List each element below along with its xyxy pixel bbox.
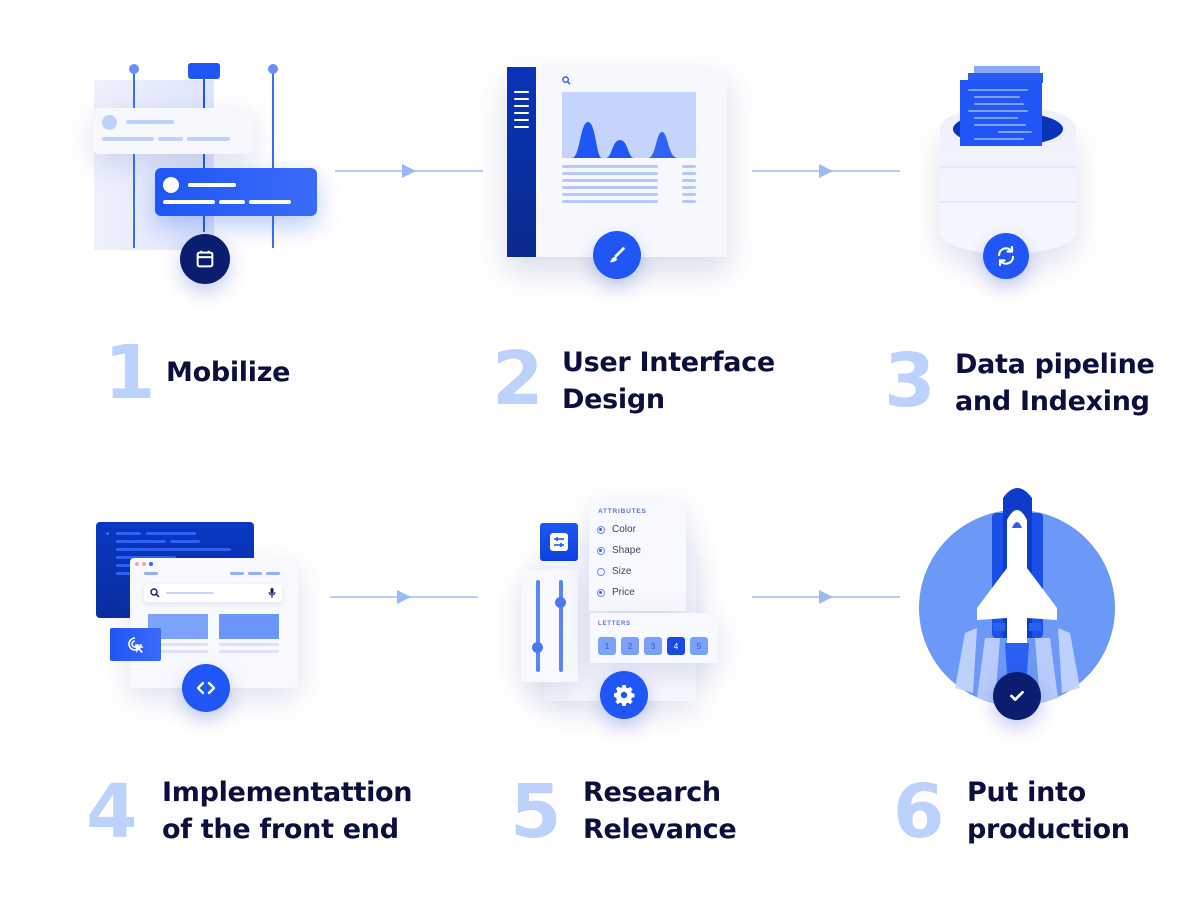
refresh-badge [983, 233, 1029, 279]
step-title: User Interface Design [562, 344, 775, 418]
paintbrush-icon [609, 247, 625, 263]
code-document [960, 80, 1042, 146]
timeline-flag [188, 63, 220, 79]
attribute-option[interactable]: Color [597, 519, 641, 540]
attributes-heading: ATTRIBUTES [598, 508, 647, 515]
checkmark-badge [993, 672, 1041, 720]
step-5-illustration: ATTRIBUTES Color Shape Size Price LETTER… [520, 495, 720, 725]
sliders-icon [554, 537, 564, 547]
letter-button-active[interactable]: 4 [667, 637, 685, 655]
arrow-connector [752, 164, 900, 178]
step-title-line: Research [583, 777, 721, 808]
event-card-light [93, 108, 253, 154]
calendar-badge [180, 234, 230, 284]
slider-panel [521, 570, 578, 682]
attributes-list: Color Shape Size Price [597, 519, 641, 603]
letters-heading: LETTERS [598, 621, 631, 627]
step-3-illustration [938, 66, 1078, 286]
step-title-line: production [967, 814, 1130, 845]
gear-badge [600, 671, 648, 719]
step-title-line: Put into [967, 777, 1086, 808]
attributes-panel: ATTRIBUTES Color Shape Size Price [589, 499, 686, 611]
chart-peak [648, 132, 678, 158]
rocket-illustration [919, 488, 1115, 706]
step-2-illustration [507, 67, 729, 282]
chart-area [562, 92, 696, 158]
step-number: 3 [884, 338, 936, 424]
search-icon [562, 76, 571, 85]
radio-unchecked[interactable] [597, 567, 605, 576]
letter-button[interactable]: 2 [621, 637, 639, 655]
attribute-option[interactable]: Price [597, 582, 641, 603]
timeline-line [133, 68, 135, 248]
attribute-option[interactable]: Shape [597, 540, 641, 561]
arrow-connector [335, 164, 483, 178]
checkmark-icon [1010, 690, 1024, 702]
event-card-active [155, 168, 317, 216]
letters-panel: LETTERS 1 2 3 4 5 [590, 613, 718, 663]
step-title-line: Implementattion [162, 777, 413, 808]
background-panel [94, 80, 214, 250]
radio-checked[interactable] [597, 525, 605, 534]
paintbrush-badge [593, 231, 641, 279]
step-title: Put into production [967, 774, 1130, 848]
letter-button[interactable]: 1 [598, 637, 616, 655]
cursor-click-icon [128, 637, 144, 653]
step-title-line: Design [562, 384, 665, 415]
radio-checked[interactable] [597, 588, 605, 597]
search-icon [150, 588, 160, 598]
chart-peak [606, 140, 634, 158]
attribute-option[interactable]: Size [597, 561, 641, 582]
step-6-illustration [915, 478, 1120, 728]
step-number: 6 [893, 769, 945, 855]
sidebar [507, 67, 536, 257]
step-title-line: Mobilize [166, 357, 291, 388]
timeline-dot [268, 64, 278, 74]
click-target-card [110, 628, 161, 661]
code-icon [196, 681, 216, 695]
slider-handle[interactable] [532, 642, 543, 653]
step-number: 4 [86, 769, 138, 855]
gear-icon [614, 685, 635, 706]
slider-track[interactable] [536, 580, 540, 672]
step-number: 5 [510, 769, 562, 855]
calendar-icon [196, 250, 214, 268]
step-title: Implementattion of the front end [162, 774, 413, 848]
chart-peak [572, 122, 602, 158]
timeline-line [272, 68, 274, 248]
step-title: Research Relevance [583, 774, 737, 848]
step-title-line: Data pipeline [955, 349, 1155, 380]
letter-button[interactable]: 5 [690, 637, 708, 655]
step-title-line: User Interface [562, 347, 775, 378]
step-1-illustration [90, 60, 350, 290]
timeline-dot [129, 64, 139, 74]
letter-button[interactable]: 3 [644, 637, 662, 655]
slider-track[interactable] [559, 580, 563, 672]
code-badge [182, 664, 230, 712]
step-number: 1 [104, 330, 156, 416]
arrow-connector [752, 590, 900, 604]
step-title: Mobilize [166, 354, 290, 391]
step-title-line: of the front end [162, 814, 399, 845]
slider-handle[interactable] [555, 597, 566, 608]
step-number: 2 [492, 336, 544, 422]
step-title: Data pipeline and Indexing [955, 346, 1155, 420]
radio-checked[interactable] [597, 546, 605, 555]
refresh-icon [997, 245, 1015, 267]
step-title-line: and Indexing [955, 386, 1150, 417]
step-4-illustration [94, 520, 304, 720]
arrow-connector [330, 590, 478, 604]
filter-button[interactable] [540, 523, 578, 561]
microphone-icon [268, 588, 276, 598]
browser-search-bar [144, 584, 282, 602]
step-title-line: Relevance [583, 814, 737, 845]
